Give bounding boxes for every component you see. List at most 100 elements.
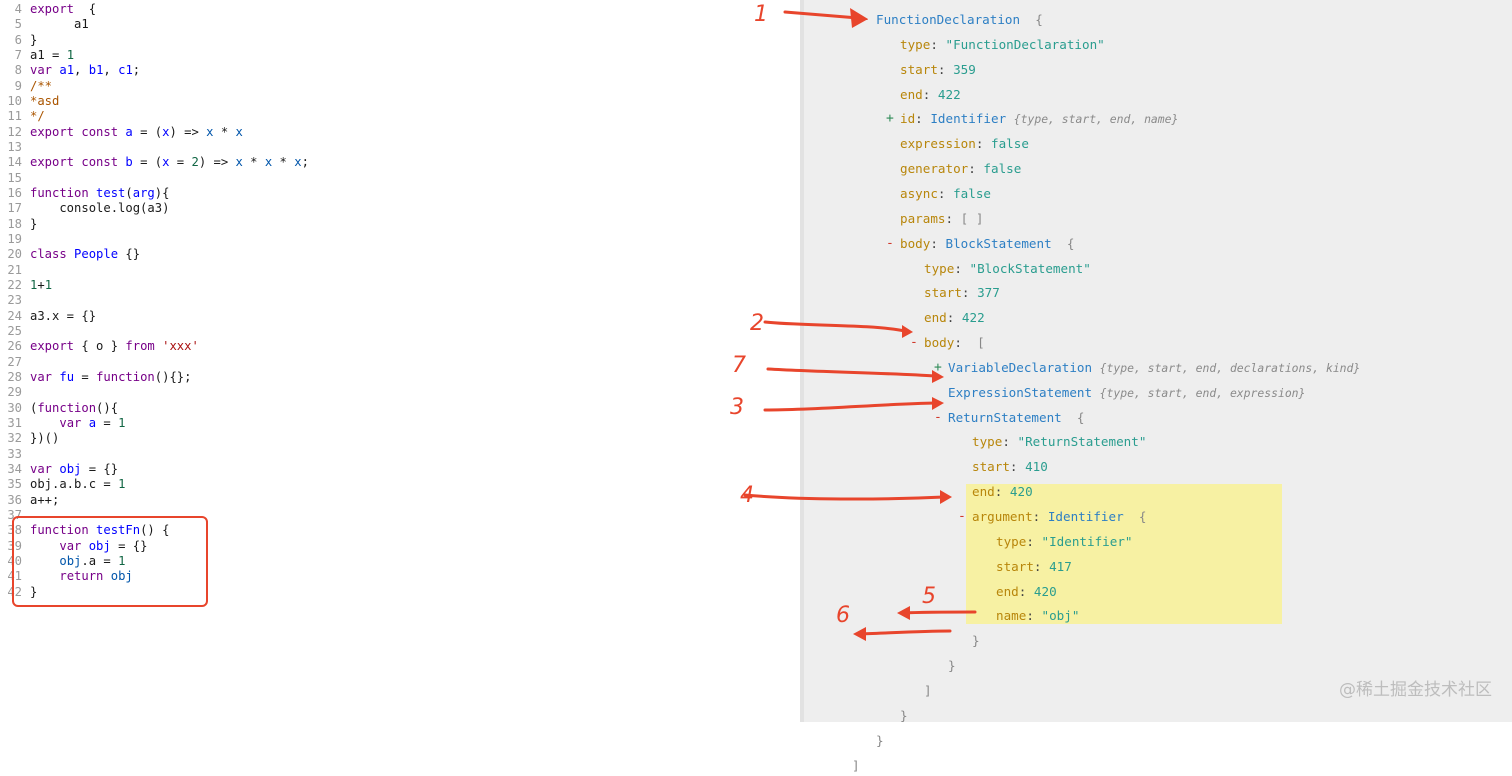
ast-node-type[interactable]: ExpressionStatement [948, 384, 1093, 400]
expand-toggle[interactable]: + [886, 111, 894, 127]
code-line[interactable]: 37 [0, 508, 30, 523]
code-line[interactable]: 27 [0, 355, 30, 370]
code-line[interactable]: 30(function(){ [0, 401, 118, 416]
code-token: { o } [74, 339, 126, 354]
ast-tree-line[interactable]: argument: Identifier { [972, 507, 1146, 527]
collapse-toggle[interactable]: - [934, 409, 942, 425]
code-token: + [37, 277, 45, 292]
code-token: 1 [118, 553, 126, 568]
ast-node-type[interactable]: VariableDeclaration [948, 359, 1093, 375]
ast-value [1092, 385, 1100, 400]
ast-value: "ReturnStatement" [1017, 434, 1147, 450]
ast-tree-line[interactable]: async: false [900, 184, 991, 204]
ast-tree-line[interactable]: ReturnStatement { [948, 408, 1084, 428]
code-line[interactable]: 5 a1 [0, 17, 89, 32]
code-line[interactable]: 25 [0, 324, 30, 339]
code-line[interactable]: 13 [0, 140, 30, 155]
ast-tree-line[interactable]: } [900, 706, 908, 726]
code-line[interactable]: 15 [0, 171, 30, 186]
ast-tree-line[interactable]: end: 420 [972, 482, 1033, 502]
ast-tree-line[interactable]: ExpressionStatement {type, start, end, e… [948, 383, 1305, 403]
code-token: b1 [88, 63, 104, 78]
ast-node-type[interactable]: Identifier [930, 111, 1007, 127]
ast-tree-line[interactable]: type: "BlockStatement" [924, 259, 1091, 279]
ast-tree-line[interactable]: id: Identifier {type, start, end, name} [900, 109, 1178, 129]
ast-property-key: end [972, 484, 995, 500]
ast-node-type[interactable]: Identifier [1047, 509, 1124, 524]
code-line[interactable]: 33 [0, 447, 30, 462]
ast-value: "Identifier" [1041, 533, 1133, 549]
line-number: 25 [7, 323, 22, 338]
code-token: function [96, 369, 155, 384]
ast-tree-line[interactable]: start: 410 [972, 457, 1048, 477]
code-line[interactable]: 10*asd [0, 94, 59, 109]
code-line[interactable]: 41 return obj [0, 569, 133, 584]
line-number: 20 [7, 247, 22, 262]
code-line[interactable]: 42} [0, 585, 37, 600]
code-line[interactable]: 23 [0, 293, 30, 308]
code-line[interactable]: 32})() [0, 431, 59, 446]
code-line[interactable]: 17 console.log(a3) [0, 201, 169, 216]
code-line[interactable]: 19 [0, 232, 30, 247]
ast-tree-line[interactable]: body: [ [924, 333, 985, 353]
ast-tree-line[interactable]: VariableDeclaration {type, start, end, d… [948, 358, 1360, 378]
ast-tree-line[interactable]: name: "obj" [996, 606, 1079, 626]
code-line[interactable]: 9/** [0, 79, 52, 94]
expand-toggle[interactable]: + [934, 359, 942, 375]
ast-tree-line[interactable]: } [948, 656, 956, 676]
ast-tree-line[interactable]: ] [852, 756, 860, 776]
ast-tree-line[interactable]: } [876, 731, 884, 751]
ast-tree-line[interactable]: start: 417 [996, 557, 1072, 577]
code-line[interactable]: 29 [0, 385, 30, 400]
line-number: 10 [7, 93, 22, 108]
code-line[interactable]: 40 obj.a = 1 [0, 554, 125, 569]
ast-tree-line[interactable]: type: "FunctionDeclaration" [900, 35, 1105, 55]
ast-tree-line[interactable]: FunctionDeclaration { [876, 10, 1043, 30]
code-token: obj [110, 569, 133, 584]
collapse-toggle[interactable]: - [910, 335, 918, 351]
code-line[interactable]: 6} [0, 33, 38, 48]
ast-tree-line[interactable]: expression: false [900, 134, 1029, 154]
code-line[interactable]: 21 [0, 263, 30, 278]
code-line[interactable]: 11*/ [0, 109, 44, 124]
ast-value: false [983, 161, 1022, 177]
ast-tree-line[interactable]: start: 359 [900, 60, 976, 80]
ast-tree-line[interactable]: end: 422 [924, 308, 985, 328]
ast-node-type[interactable]: FunctionDeclaration [876, 12, 1021, 27]
ast-tree-line[interactable]: body: BlockStatement { [900, 234, 1074, 254]
ast-tree-line[interactable]: params: [ ] [900, 209, 983, 229]
ast-tree-line[interactable]: start: 377 [924, 283, 1000, 303]
code-line[interactable]: 31 var a = 1 [0, 416, 125, 431]
code-line[interactable]: 39 var obj = {} [0, 539, 147, 554]
ast-tree-line[interactable]: type: "Identifier" [996, 532, 1133, 552]
ast-node-type[interactable]: BlockStatement [945, 235, 1052, 251]
ast-node-type[interactable]: ReturnStatement [948, 409, 1062, 425]
ast-tree-line[interactable]: end: 420 [996, 582, 1057, 602]
ast-tree-line[interactable]: generator: false [900, 159, 1021, 179]
collapse-toggle[interactable]: - [886, 235, 894, 251]
code-line[interactable]: 18} [0, 217, 37, 232]
ast-tree-line[interactable]: type: "ReturnStatement" [972, 432, 1146, 452]
ast-tree-line[interactable]: ] [924, 681, 932, 701]
collapse-toggle[interactable]: - [862, 12, 870, 27]
ast-tree-line[interactable]: } [972, 631, 980, 651]
code-token: b [125, 155, 133, 170]
ast-tree-line[interactable]: end: 422 [900, 85, 961, 105]
collapse-toggle[interactable]: - [958, 509, 966, 524]
